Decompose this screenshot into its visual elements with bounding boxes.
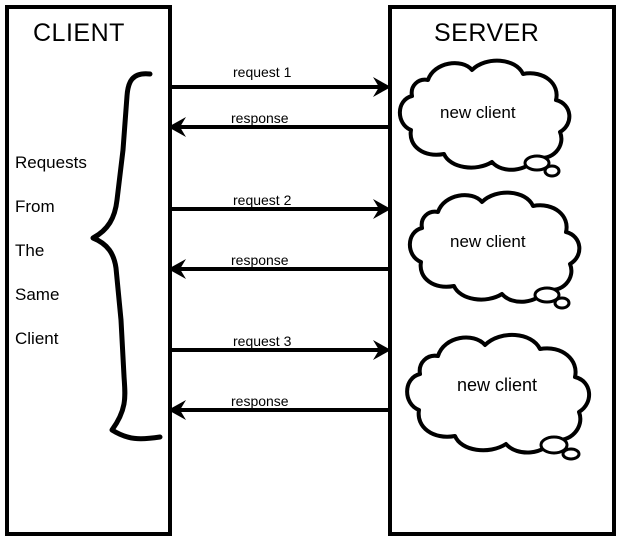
curly-brace-icon <box>90 71 163 442</box>
message-label-response-3: response <box>231 393 289 409</box>
arrow-response-2 <box>168 259 388 279</box>
cloud-label-3: new client <box>457 375 538 395</box>
message-label-request-1: request 1 <box>233 64 292 80</box>
server-box <box>388 5 616 536</box>
client-caption-line-2: From <box>15 197 55 216</box>
client-caption-line-3: The <box>15 241 45 260</box>
cloud-label-1: new client <box>440 103 516 122</box>
cloud-label-2: new client <box>450 232 526 251</box>
client-panel-title: CLIENT <box>33 19 125 47</box>
client-box <box>5 5 172 536</box>
client-caption-line-4: Same <box>15 285 60 304</box>
message-label-request-3: request 3 <box>233 333 292 349</box>
server-panel-title: SERVER <box>434 19 540 47</box>
arrow-response-1 <box>168 117 388 137</box>
message-label-request-2: request 2 <box>233 192 292 208</box>
arrow-request-2 <box>172 199 391 219</box>
arrow-response-3 <box>168 400 388 420</box>
thought-cloud-2 <box>407 190 582 310</box>
arrow-request-3 <box>172 340 391 360</box>
message-label-response-1: response <box>231 110 289 126</box>
client-caption-line-5: Client <box>15 329 59 348</box>
thought-cloud-3 <box>405 332 591 461</box>
thought-cloud-1 <box>397 58 572 178</box>
client-caption-line-1: Requests <box>15 153 87 172</box>
arrow-request-1 <box>172 77 391 97</box>
message-label-response-2: response <box>231 252 289 268</box>
